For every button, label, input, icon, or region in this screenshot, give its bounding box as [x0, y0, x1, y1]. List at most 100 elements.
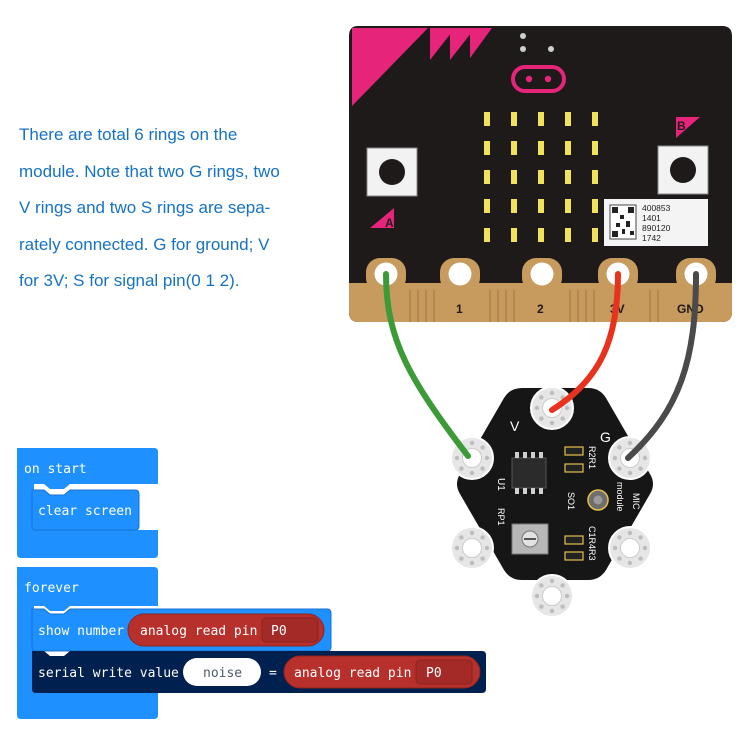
- label-so1: SO1: [566, 492, 576, 510]
- ring-via: [638, 466, 643, 471]
- led: [565, 199, 571, 213]
- led: [565, 228, 571, 242]
- ring-via: [627, 560, 633, 566]
- label-mic: MIC: [631, 493, 641, 510]
- on-start-label: on start: [24, 462, 87, 477]
- ring-via: [612, 455, 618, 461]
- sticker-line: 400853: [642, 203, 671, 213]
- block-clear-screen[interactable]: clear screen: [31, 489, 140, 531]
- block-analog-read-1[interactable]: analog read pin P0: [127, 613, 325, 647]
- ring-via: [642, 545, 648, 551]
- description-line: V rings and two S rings are sepa-: [19, 198, 271, 217]
- ring-label-g: G: [600, 429, 611, 445]
- led: [538, 112, 544, 126]
- chip-u1: U1: [495, 452, 547, 494]
- ring-via: [459, 466, 464, 471]
- ring-via: [454, 455, 460, 461]
- led: [484, 228, 490, 242]
- ring-via: [480, 535, 485, 540]
- led: [511, 170, 517, 184]
- ring-via: [539, 604, 544, 609]
- sound-sensor-module: U1 R2R1 SO1 module MIC C1R4R3 RP1: [450, 386, 653, 618]
- led-matrix: [484, 112, 598, 242]
- led: [538, 170, 544, 184]
- led: [592, 199, 598, 213]
- wires: [383, 271, 699, 461]
- label-c1r4r3: C1R4R3: [587, 526, 597, 561]
- equals-sign: =: [269, 666, 277, 681]
- button-a-label: A: [385, 216, 394, 230]
- serial-sticker: 400853 1401 890120 1742: [604, 199, 708, 246]
- ring-label-v: V: [510, 418, 520, 434]
- pin-dropdown-1[interactable]: P0: [261, 617, 319, 643]
- ring-via: [617, 466, 622, 471]
- serial-write-label: serial write value: [38, 666, 179, 681]
- ring-via: [642, 455, 648, 461]
- led: [565, 112, 571, 126]
- show-number-label: show number: [38, 624, 124, 639]
- ring-via: [612, 545, 618, 551]
- pin-label: 1: [456, 302, 463, 316]
- analog-read-label: analog read pin: [140, 624, 257, 639]
- ring-via: [469, 560, 475, 566]
- pin-p2[interactable]: 2: [522, 258, 562, 316]
- block-analog-read-2[interactable]: analog read pin P0: [283, 655, 481, 689]
- block-on-start[interactable]: on start clear screen: [17, 448, 158, 558]
- forever-label: forever: [24, 581, 79, 596]
- ring-via: [534, 405, 540, 411]
- ring-via: [627, 470, 633, 476]
- led: [484, 199, 490, 213]
- ring-label-g-bottom: G: [600, 570, 611, 586]
- led: [538, 141, 544, 155]
- ring-via: [534, 593, 540, 599]
- label-rp1: RP1: [496, 508, 506, 526]
- ring-hole: [620, 538, 640, 558]
- ring-via: [484, 545, 490, 551]
- ring-via: [459, 556, 464, 561]
- potentiometer-rp1[interactable]: RP1: [496, 508, 549, 555]
- resistors-r2r1: R2R1: [564, 446, 597, 473]
- ring-via: [564, 405, 570, 411]
- led: [511, 112, 517, 126]
- sticker-line: 890120: [642, 223, 671, 233]
- led: [592, 170, 598, 184]
- noise-text-input[interactable]: noise: [183, 658, 261, 686]
- button-a[interactable]: A: [366, 147, 418, 230]
- ring-via: [469, 470, 475, 476]
- ring-via: [480, 466, 485, 471]
- button-b[interactable]: B: [657, 117, 709, 195]
- microbit-board: A B 400853 1401 890120 1742: [349, 26, 732, 322]
- ring-via: [549, 420, 555, 426]
- ring-via: [617, 556, 622, 561]
- led: [565, 170, 571, 184]
- ring-via: [539, 583, 544, 588]
- ring-label-s: S: [452, 501, 462, 518]
- ring-via: [560, 604, 565, 609]
- pin-dropdown-value: P0: [426, 666, 442, 681]
- block-show-number[interactable]: show number analog read pin P0: [31, 608, 332, 652]
- description-line: for 3V; S for signal pin(0 1 2).: [19, 271, 240, 290]
- block-forever[interactable]: forever show number analog read pin P0 s…: [17, 567, 486, 719]
- ring-via: [549, 390, 555, 396]
- led: [592, 112, 598, 126]
- ring-via: [560, 416, 565, 421]
- led: [538, 228, 544, 242]
- led: [565, 141, 571, 155]
- ring-via: [459, 535, 464, 540]
- noise-text-value: noise: [203, 666, 242, 681]
- block-serial-write[interactable]: serial write value noise = analog read p…: [32, 651, 486, 693]
- ring-via: [627, 530, 633, 536]
- pin-dropdown-2[interactable]: P0: [415, 659, 473, 685]
- signal-wire: [383, 271, 471, 459]
- ring-via: [617, 445, 622, 450]
- pin-label: GND: [677, 302, 704, 316]
- corner-decoration: [352, 28, 428, 106]
- led: [484, 112, 490, 126]
- description-text: There are total 6 rings on the module. N…: [19, 117, 319, 300]
- ring-hole: [542, 586, 562, 606]
- pin-p1[interactable]: 1: [440, 258, 480, 316]
- sticker-line: 1742: [642, 233, 661, 243]
- ring-via: [549, 578, 555, 584]
- ring-via: [638, 556, 643, 561]
